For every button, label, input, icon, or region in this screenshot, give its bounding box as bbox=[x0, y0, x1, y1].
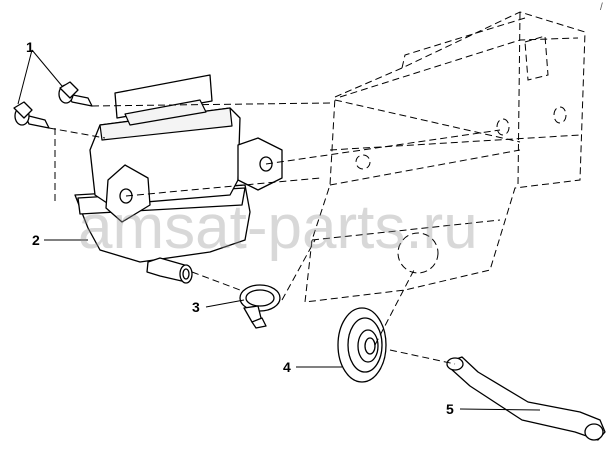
reservoir bbox=[74, 74, 283, 284]
screw-upper bbox=[58, 81, 93, 107]
screw-lower bbox=[13, 101, 50, 129]
body-panel bbox=[304, 11, 586, 303]
callout-5: 5 bbox=[446, 401, 454, 417]
callout-1: 1 bbox=[26, 39, 34, 55]
hose-clamp bbox=[239, 284, 281, 329]
leader-lines bbox=[17, 49, 541, 411]
assembly-lines bbox=[48, 102, 501, 365]
callout-2: 2 bbox=[32, 232, 40, 248]
hose bbox=[446, 356, 606, 441]
callout-3: 3 bbox=[192, 299, 200, 315]
watermark-text: amsat-parts.ru bbox=[78, 193, 478, 262]
corner-mark: / bbox=[600, 2, 603, 13]
callout-4: 4 bbox=[283, 359, 291, 375]
grommet bbox=[337, 307, 387, 383]
